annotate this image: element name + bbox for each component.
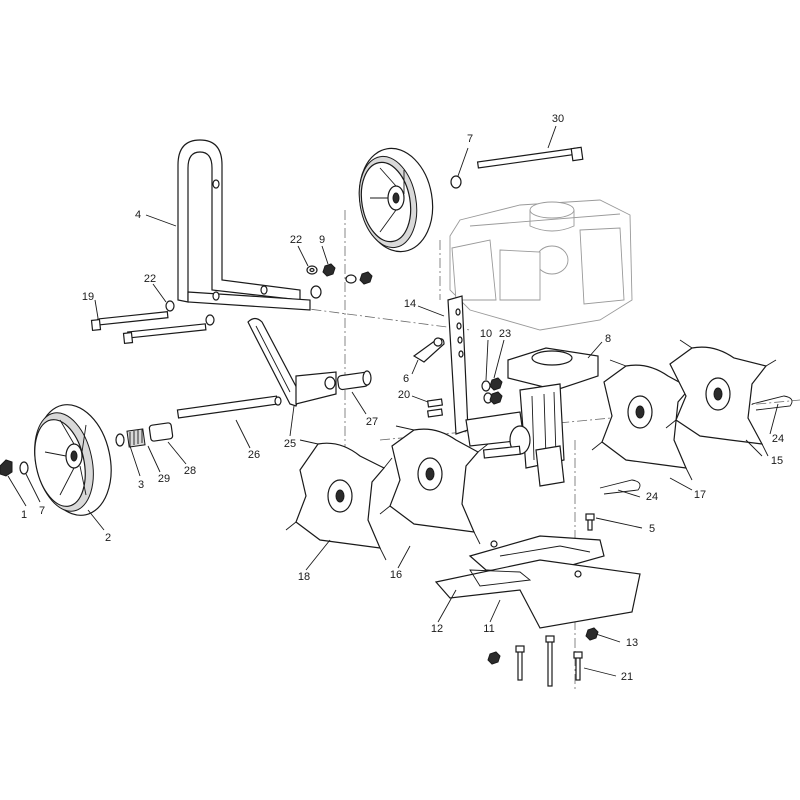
callout-29: 29 xyxy=(158,473,170,485)
depth-bracket-25 xyxy=(247,317,337,407)
callout-8: 8 xyxy=(605,333,611,345)
callout-24-center: 24 xyxy=(646,491,658,503)
callout-9: 9 xyxy=(319,234,325,246)
bracket-14 xyxy=(447,295,469,435)
callout-19: 19 xyxy=(82,291,94,303)
callout-15: 15 xyxy=(771,455,783,467)
callout-27: 27 xyxy=(366,416,378,428)
callout-11: 11 xyxy=(483,623,494,635)
callout-6: 6 xyxy=(403,373,409,385)
callout-labels: 1 7 2 3 29 28 26 25 27 4 19 22 22 9 7 30… xyxy=(21,113,784,683)
callout-16: 16 xyxy=(390,569,402,581)
shields-12-11 xyxy=(434,535,641,629)
callout-28: 28 xyxy=(184,465,196,477)
leader-lines xyxy=(7,125,779,677)
tine-16 xyxy=(379,425,489,545)
callout-22-left: 22 xyxy=(144,273,156,285)
axle-parts xyxy=(115,395,282,448)
wheel-upper xyxy=(358,147,434,253)
callout-5: 5 xyxy=(649,523,655,535)
callout-12: 12 xyxy=(431,623,443,635)
tine-15 xyxy=(665,339,777,457)
callout-22-right: 22 xyxy=(290,234,302,246)
wheel-2 xyxy=(34,404,112,516)
clip-pin-6 xyxy=(412,337,445,363)
callout-30: 30 xyxy=(552,113,564,125)
callout-23: 23 xyxy=(499,328,511,340)
callout-7: 7 xyxy=(39,505,45,517)
tine-18 xyxy=(285,439,393,561)
transmission-8 xyxy=(465,347,599,487)
nut-1-washer-7 xyxy=(0,459,29,477)
callout-18: 18 xyxy=(298,571,310,583)
pin-27 xyxy=(337,370,372,391)
callout-26: 26 xyxy=(248,449,260,461)
callout-1: 1 xyxy=(21,509,27,521)
callout-7-upper: 7 xyxy=(467,133,473,145)
callout-3: 3 xyxy=(138,479,144,491)
tine-17 xyxy=(591,359,701,481)
callout-14: 14 xyxy=(404,298,416,310)
bolts-21-nut-13 xyxy=(487,627,599,687)
engine xyxy=(449,199,633,331)
bolt-5 xyxy=(585,513,595,531)
callout-20: 20 xyxy=(398,389,410,401)
callout-13: 13 xyxy=(626,637,638,649)
fasteners-10-23-20 xyxy=(426,377,503,418)
handle-assembly xyxy=(177,139,322,311)
washer-7-bolt-30 xyxy=(450,146,584,189)
callout-25: 25 xyxy=(284,438,296,450)
callout-4: 4 xyxy=(135,209,141,221)
callout-2: 2 xyxy=(105,532,111,544)
washer-22-and-nut-9 xyxy=(306,263,373,285)
bolt-19 xyxy=(90,300,215,345)
callout-21: 21 xyxy=(621,671,633,683)
callout-24-right: 24 xyxy=(772,433,784,445)
callout-10: 10 xyxy=(480,328,492,340)
callout-17: 17 xyxy=(694,489,706,501)
hairpins-24 xyxy=(599,395,793,495)
